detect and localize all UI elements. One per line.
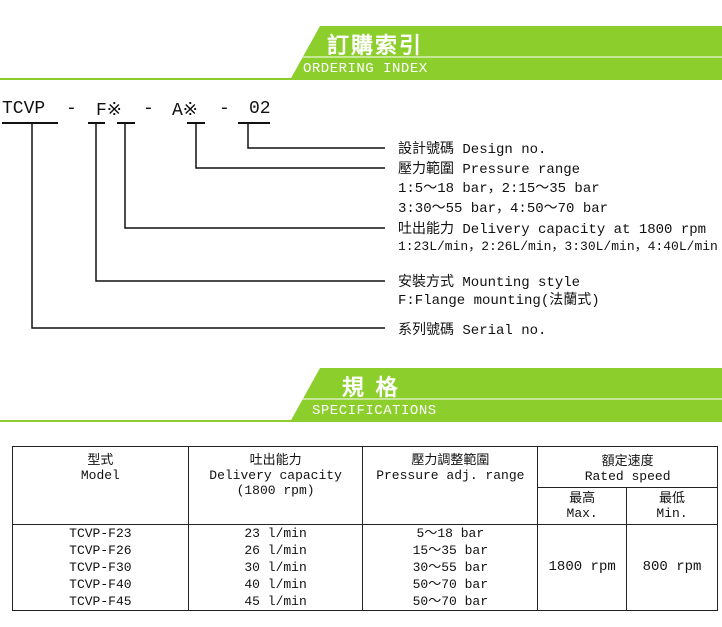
- leader-design: [247, 123, 385, 149]
- desc-mounting-option-en: F:Flange mounting(: [398, 293, 550, 309]
- desc-pressure-options-2: 3:30～55 bar，4:50～70 bar: [398, 201, 609, 217]
- code-dash-2: -: [143, 99, 154, 119]
- specifications-table: 型式 Model 吐出能力 Delivery capacity (1800 rp…: [12, 446, 718, 611]
- ordering-banner-title: 訂購索引: [327, 34, 424, 59]
- leader-serial: [31, 123, 385, 329]
- ordering-index-banner: 訂購索引 ORDERING INDEX: [0, 24, 722, 82]
- header-delivery: 吐出能力 Delivery capacity (1800 rpm): [187, 446, 364, 525]
- header-model: 型式 Model: [12, 446, 189, 525]
- table-row: TCVP-F30 30 l/min 30～55 bar: [12, 559, 718, 576]
- cell-pressure: 15～35 bar: [362, 542, 539, 559]
- header-model-zh: 型式: [87, 453, 114, 468]
- specifications-banner-subtitle: SPECIFICATIONS: [312, 403, 437, 419]
- header-min: 最低 Min.: [626, 487, 718, 525]
- desc-mounting-option-zh: 法蘭式: [549, 292, 592, 308]
- desc-pressure-en: Pressure range: [462, 162, 581, 178]
- cell-pressure: 5～18 bar: [362, 524, 539, 542]
- code-dash-1: -: [66, 99, 77, 119]
- desc-serial: 系列號碼 Serial no.: [398, 322, 546, 339]
- header-delivery-en: Delivery capacity: [209, 468, 342, 483]
- leader-mounting: [95, 123, 385, 282]
- desc-mounting: 安裝方式 Mounting style: [398, 274, 580, 291]
- cell-pressure: 50～70 bar: [362, 576, 539, 593]
- table-row: TCVP-F23 23 l/min 5～18 bar 1800 rpm 800 …: [12, 524, 718, 611]
- header-model-en: Model: [80, 468, 120, 483]
- cell-delivery: 26 l/min: [187, 542, 364, 559]
- table-row: TCVP-F40 40 l/min 50～70 bar: [12, 576, 718, 593]
- desc-serial-zh: 系列號碼: [398, 322, 454, 338]
- header-max: 最高 Max.: [537, 487, 628, 525]
- cell-min-speed: 800 rpm: [626, 524, 718, 611]
- desc-mounting-en: Mounting style: [462, 275, 581, 291]
- ordering-banner-shape: [0, 26, 722, 80]
- desc-mounting-option: F:Flange mounting(法蘭式): [398, 292, 600, 309]
- leader-pressure: [195, 123, 385, 169]
- header-max-zh: 最高: [569, 491, 596, 506]
- cell-model: TCVP-F23: [12, 524, 189, 542]
- cell-pressure: 50～70 bar: [362, 593, 539, 611]
- desc-pressure: 壓力範圍 Pressure range: [398, 161, 580, 178]
- desc-design-en: Design no.: [462, 142, 547, 158]
- table-row: TCVP-F26 26 l/min 15～35 bar: [12, 542, 718, 559]
- ordering-banner-subtitle: ORDERING INDEX: [303, 61, 428, 77]
- cell-model: TCVP-F30: [12, 559, 189, 576]
- cell-delivery: 23 l/min: [187, 524, 364, 542]
- desc-design: 設計號碼 Design no.: [398, 141, 546, 158]
- header-min-en: Min.: [656, 506, 688, 521]
- desc-mounting-zh: 安裝方式: [398, 274, 454, 290]
- header-pressure: 壓力調整範圍 Pressure adj. range: [362, 446, 539, 525]
- desc-delivery-en: Delivery capacity at 1800 rpm: [462, 222, 707, 238]
- specifications-banner-title: 規 格: [342, 376, 400, 401]
- code-mount: F※: [96, 101, 122, 121]
- header-delivery-rpm: (1800 rpm): [236, 483, 315, 498]
- header-min-zh: 最低: [659, 491, 686, 506]
- desc-delivery-zh: 吐出能力: [398, 221, 454, 237]
- header-pressure-zh: 壓力調整範圍: [411, 453, 490, 468]
- header-max-en: Max.: [566, 506, 598, 521]
- cell-delivery: 40 l/min: [187, 576, 364, 593]
- cell-max-speed: 1800 rpm: [537, 524, 628, 611]
- code-series: TCVP: [2, 99, 46, 119]
- desc-pressure-options-1: 1:5～18 bar，2:15～35 bar: [398, 181, 600, 197]
- ordering-leader-lines: [2, 122, 385, 329]
- header-delivery-zh: 吐出能力: [249, 453, 302, 468]
- desc-serial-en: Serial no.: [462, 323, 547, 339]
- code-pressure: A※: [172, 101, 198, 121]
- cell-model: TCVP-F45: [12, 593, 189, 611]
- cell-model: TCVP-F40: [12, 576, 189, 593]
- desc-delivery-options: 1:23L/min，2:26L/min，3:30L/min，4:40L/min: [398, 239, 718, 254]
- specifications-banner-shape: [0, 368, 722, 422]
- cell-delivery: 30 l/min: [187, 559, 364, 576]
- header-pressure-en: Pressure adj. range: [376, 468, 525, 483]
- cell-delivery: 45 l/min: [187, 593, 364, 611]
- code-dash-3: -: [219, 99, 230, 119]
- code-design: 02: [249, 99, 271, 119]
- table-row: TCVP-F45 45 l/min 50～70 bar: [12, 593, 718, 611]
- desc-mounting-option-end: ): [591, 293, 600, 309]
- header-speed-zh: 額定速度: [601, 454, 654, 469]
- desc-delivery: 吐出能力 Delivery capacity at 1800 rpm: [398, 221, 706, 238]
- cell-model: TCVP-F26: [12, 542, 189, 559]
- header-speed-en: Rated speed: [584, 469, 671, 484]
- desc-pressure-zh: 壓力範圍: [398, 161, 454, 177]
- header-rated-speed: 額定速度 Rated speed: [537, 446, 718, 488]
- specifications-banner: 規 格 SPECIFICATIONS: [0, 366, 722, 424]
- cell-pressure: 30～55 bar: [362, 559, 539, 576]
- desc-design-zh: 設計號碼: [398, 141, 454, 157]
- leader-delivery: [124, 123, 385, 229]
